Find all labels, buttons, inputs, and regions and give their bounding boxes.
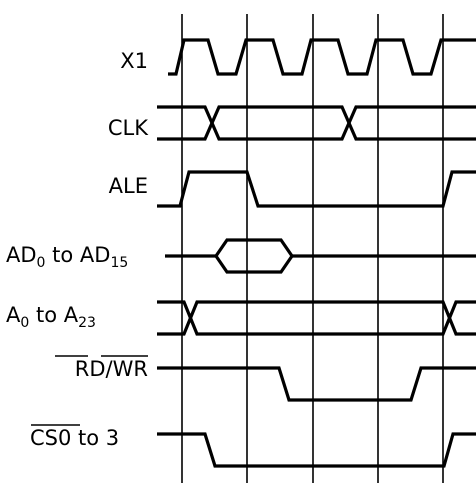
signal-label-cs: CS0 to 3: [30, 426, 119, 450]
waveform-x1: [168, 38, 476, 76]
signal-label-rd-wr: RD/WR: [75, 357, 148, 381]
signal-label-address: A0 to A23: [6, 303, 96, 331]
waveform-ale: [157, 170, 476, 208]
waveform-address-bus: [157, 300, 476, 336]
clock-grid-lines: [181, 14, 444, 483]
signal-label-x1: X1: [120, 49, 148, 73]
signal-label-ale: ALE: [109, 174, 148, 198]
waveform-clk: [157, 105, 476, 141]
waveform-ad-bus: [165, 238, 476, 274]
waveform-cs: [157, 432, 476, 468]
signal-label-ad: AD0 to AD15: [6, 243, 128, 271]
waveform-rd-wr: [157, 366, 476, 402]
signal-label-clk: CLK: [108, 116, 149, 140]
